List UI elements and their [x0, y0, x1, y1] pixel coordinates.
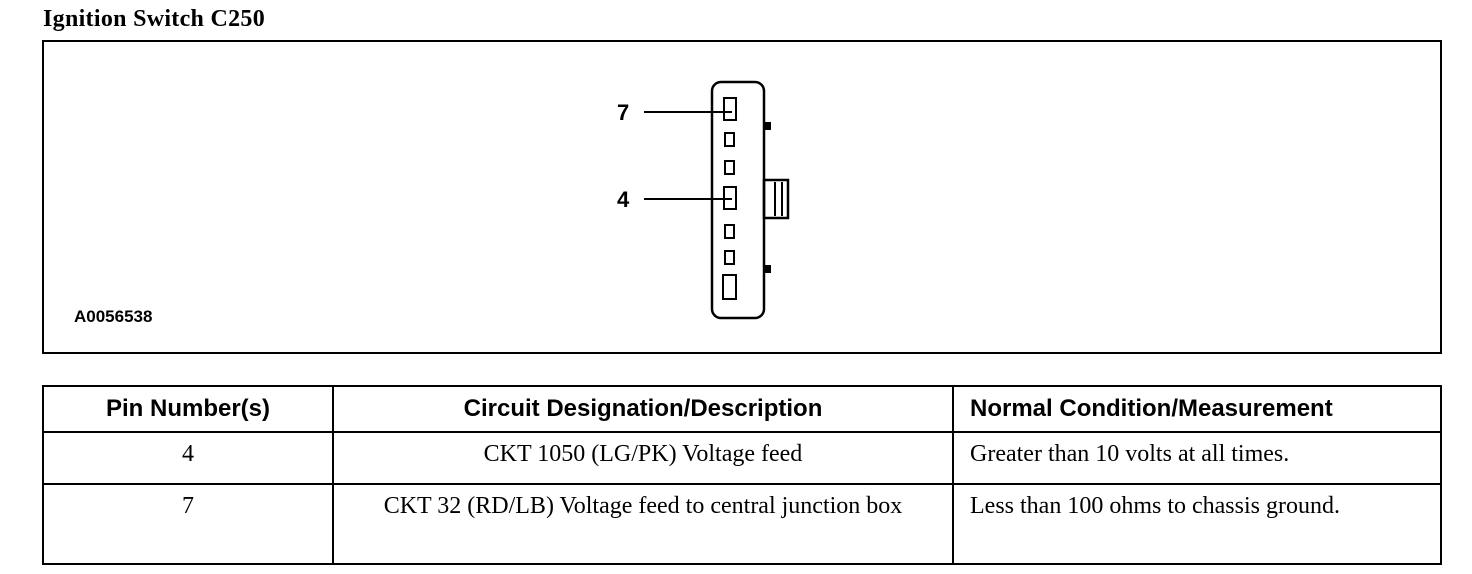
cell-circuit: CKT 32 (RD/LB) Voltage feed to central j…: [332, 483, 954, 565]
cavity-6: [724, 132, 735, 147]
pin-label-4: 4: [617, 187, 630, 212]
table-row: 4 CKT 1050 (LG/PK) Voltage feed Greater …: [42, 431, 1442, 485]
connector-nub-bottom: [764, 265, 771, 273]
table-row: 7 CKT 32 (RD/LB) Voltage feed to central…: [42, 483, 1442, 565]
connector-diagram: 7 4: [617, 80, 790, 320]
header-pin-numbers: Pin Number(s): [42, 385, 334, 433]
connector-lock-tab: [762, 178, 790, 220]
page-title: Ignition Switch C250: [43, 6, 266, 32]
connector-nub-top: [764, 122, 771, 130]
figure-id: A0056538: [74, 307, 153, 326]
cavity-7: [723, 97, 737, 121]
cavity-1: [722, 274, 737, 300]
cell-pin: 7: [42, 483, 334, 565]
cavity-5: [724, 160, 735, 175]
pin-label-7: 7: [617, 100, 629, 125]
cell-normal: Less than 100 ohms to chassis ground.: [952, 483, 1442, 565]
header-circuit: Circuit Designation/Description: [332, 385, 954, 433]
pin-table: Pin Number(s) Circuit Designation/Descri…: [42, 385, 1442, 565]
connector-figure: 7 4 A0056538: [42, 40, 1442, 354]
cell-circuit: CKT 1050 (LG/PK) Voltage feed: [332, 431, 954, 485]
cell-normal: Greater than 10 volts at all times.: [952, 431, 1442, 485]
cavity-3: [724, 224, 735, 239]
cavity-2: [724, 250, 735, 265]
table-header-row: Pin Number(s) Circuit Designation/Descri…: [42, 385, 1442, 433]
header-normal-condition: Normal Condition/Measurement: [952, 385, 1442, 433]
cell-pin: 4: [42, 431, 334, 485]
